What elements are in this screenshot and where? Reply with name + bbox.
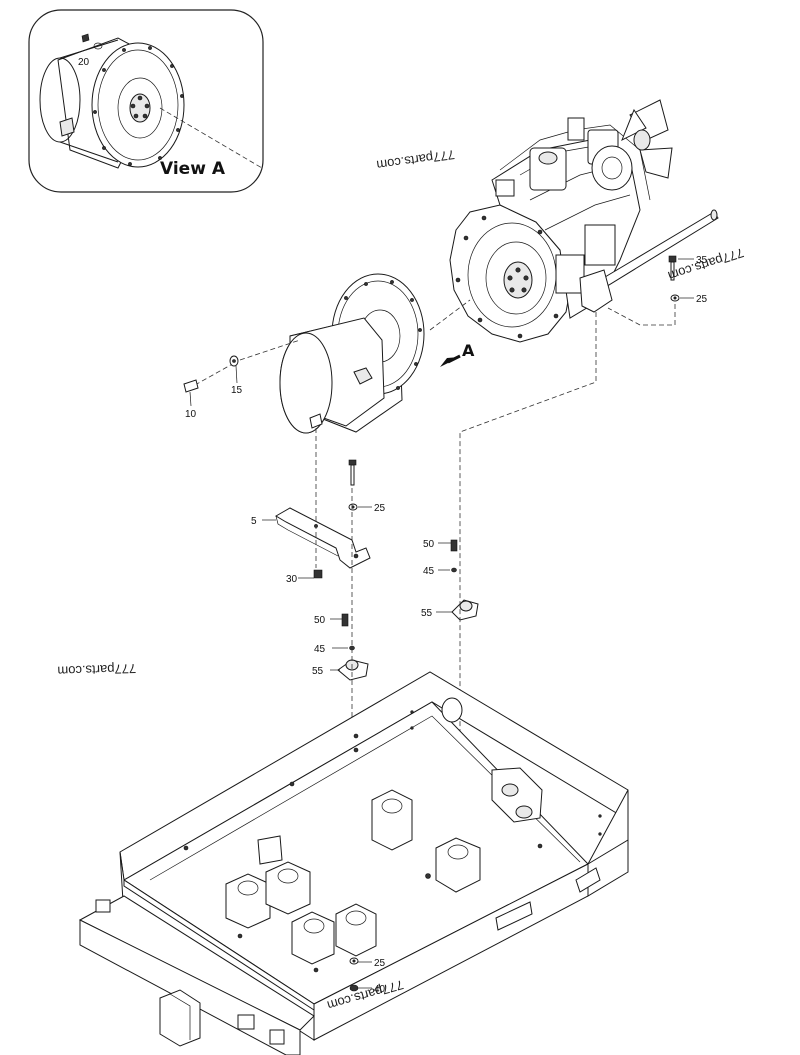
watermark-right: 777parts.com [666,245,746,284]
callout-5: 5 [251,516,257,527]
part-label-20: 20 [78,57,90,68]
mount-right [436,539,479,621]
fasteners-10-15 [183,355,239,407]
callout-35: 35 [696,255,708,266]
watermark-top: 777parts.com [376,147,456,173]
callout-50-right: 50 [423,539,435,550]
callout-25-mid: 25 [374,503,386,514]
stud-25-mid [298,459,372,579]
view-a-inset: 20 View A [28,9,264,193]
base-frame [78,671,629,1055]
bolt-35-group [607,255,694,326]
callout-50-left: 50 [314,615,326,626]
callout-55-right: 55 [421,608,433,619]
callout-25-bottom: 25 [374,958,386,969]
watermark-left: 777parts.com [57,661,136,679]
callout-15: 15 [231,385,243,396]
callout-55-left: 55 [312,666,324,677]
bracket-5 [262,507,371,569]
engine-assembly [429,99,719,343]
callout-45-left: 45 [314,644,326,655]
view-arrow: A [440,341,475,367]
view-arrow-label: A [462,341,475,360]
mount-left [330,613,369,681]
view-a-title: View A [160,159,226,179]
callout-30: 30 [286,574,298,585]
callout-10: 10 [185,409,197,420]
fasteners-25-40-bottom [349,957,372,992]
callout-40: 40 [374,984,386,995]
adapter-housing [194,273,425,434]
callout-25-top: 25 [696,294,708,305]
callout-45-right: 45 [423,566,435,577]
